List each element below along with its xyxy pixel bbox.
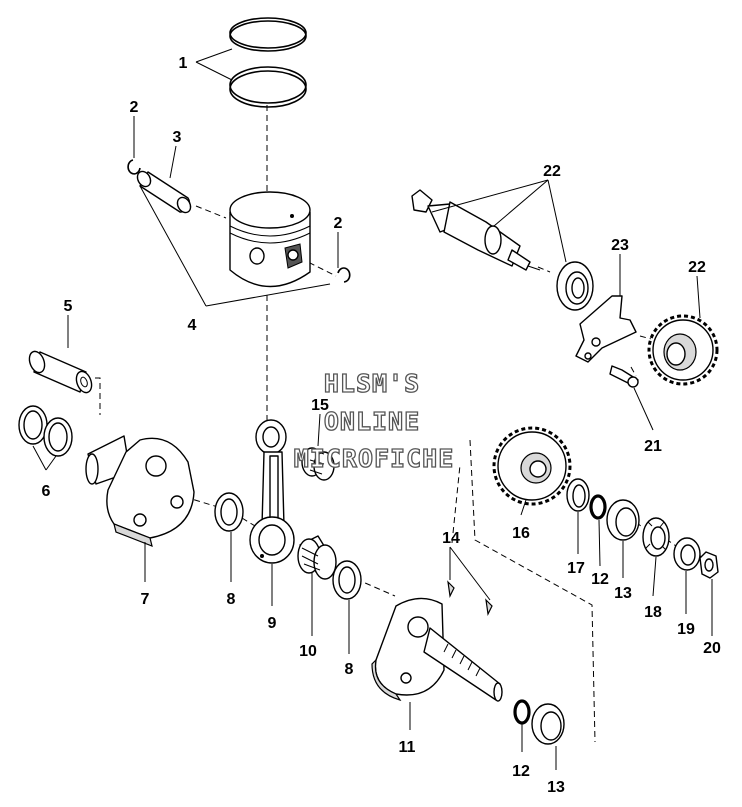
retainer-plate-part bbox=[575, 295, 637, 363]
watermark-line-2: ONLINE bbox=[324, 407, 420, 436]
piston-part bbox=[229, 191, 311, 288]
callout-18: 18 bbox=[644, 604, 662, 621]
balance-shaft-part bbox=[411, 189, 541, 271]
thrust-washer-left-part bbox=[214, 492, 244, 532]
callout-2-right: 2 bbox=[334, 215, 343, 232]
castle-nut-part bbox=[642, 517, 670, 557]
callout-10: 10 bbox=[299, 643, 317, 660]
callout-2-upper: 2 bbox=[130, 99, 139, 116]
callout-21: 21 bbox=[644, 438, 662, 455]
circlip-upper-part bbox=[127, 159, 141, 175]
callout-1: 1 bbox=[179, 55, 188, 72]
crankshaft-left-part bbox=[85, 435, 195, 547]
leader-lines bbox=[32, 48, 713, 770]
callout-13-lower: 13 bbox=[547, 779, 565, 796]
callout-19: 19 bbox=[677, 621, 695, 638]
callout-20: 20 bbox=[703, 640, 721, 657]
connecting-rod-part bbox=[249, 419, 295, 564]
callout-labels: 1 2 3 2 4 5 6 7 8 9 10 8 11 14 12 13 15 … bbox=[42, 55, 721, 796]
o-ring-upper-part bbox=[589, 494, 607, 520]
center-lines bbox=[95, 105, 706, 743]
callout-9: 9 bbox=[268, 615, 277, 632]
balance-gear-part bbox=[647, 314, 719, 386]
woodruff-keys-part bbox=[447, 580, 493, 616]
screw-part bbox=[609, 365, 639, 388]
bearing-collar-lower-part bbox=[531, 703, 565, 745]
callout-14: 14 bbox=[442, 530, 460, 547]
o-ring-lower-part bbox=[513, 699, 531, 725]
callout-17: 17 bbox=[567, 560, 585, 577]
callout-5: 5 bbox=[64, 298, 73, 315]
callout-15: 15 bbox=[311, 397, 329, 414]
shaft-bearing-part bbox=[556, 261, 594, 311]
callout-11: 11 bbox=[399, 739, 416, 756]
crankshaft-right-part bbox=[371, 597, 503, 702]
washer-19-part bbox=[673, 537, 701, 571]
needle-bearing-upper-part bbox=[301, 447, 335, 481]
callout-8-left: 8 bbox=[227, 591, 236, 608]
callout-12-upper: 12 bbox=[591, 571, 609, 588]
callout-22-right: 22 bbox=[688, 259, 706, 276]
callout-23: 23 bbox=[611, 237, 629, 254]
watermark-line-3: MICROFICHE bbox=[294, 444, 455, 473]
callout-7: 7 bbox=[141, 591, 150, 608]
callout-3: 3 bbox=[173, 129, 182, 146]
circlip-right-part bbox=[337, 267, 351, 283]
shim-washers-part bbox=[18, 405, 73, 457]
thrust-washer-right-part bbox=[332, 560, 362, 600]
callout-6: 6 bbox=[42, 483, 51, 500]
bearing-collar-upper-part bbox=[606, 499, 640, 541]
needle-bearing-lower-part bbox=[297, 535, 337, 580]
wrist-pin-part bbox=[136, 170, 192, 214]
watermark-line-1: HLSM'S bbox=[324, 369, 420, 398]
callout-4: 4 bbox=[188, 317, 197, 334]
callout-13-upper: 13 bbox=[614, 585, 632, 602]
piston-rings-part bbox=[229, 17, 307, 108]
callout-8-right: 8 bbox=[345, 661, 354, 678]
callout-22-upper: 22 bbox=[543, 163, 561, 180]
nut-20-part bbox=[699, 551, 719, 579]
washer-17-part bbox=[566, 478, 590, 512]
crank-pin-part bbox=[28, 350, 93, 394]
drive-gear-part bbox=[492, 426, 572, 506]
watermark: HLSM'S ONLINE MICROFICHE bbox=[293, 368, 455, 473]
callout-12-lower: 12 bbox=[512, 763, 530, 780]
callout-16: 16 bbox=[512, 525, 530, 542]
